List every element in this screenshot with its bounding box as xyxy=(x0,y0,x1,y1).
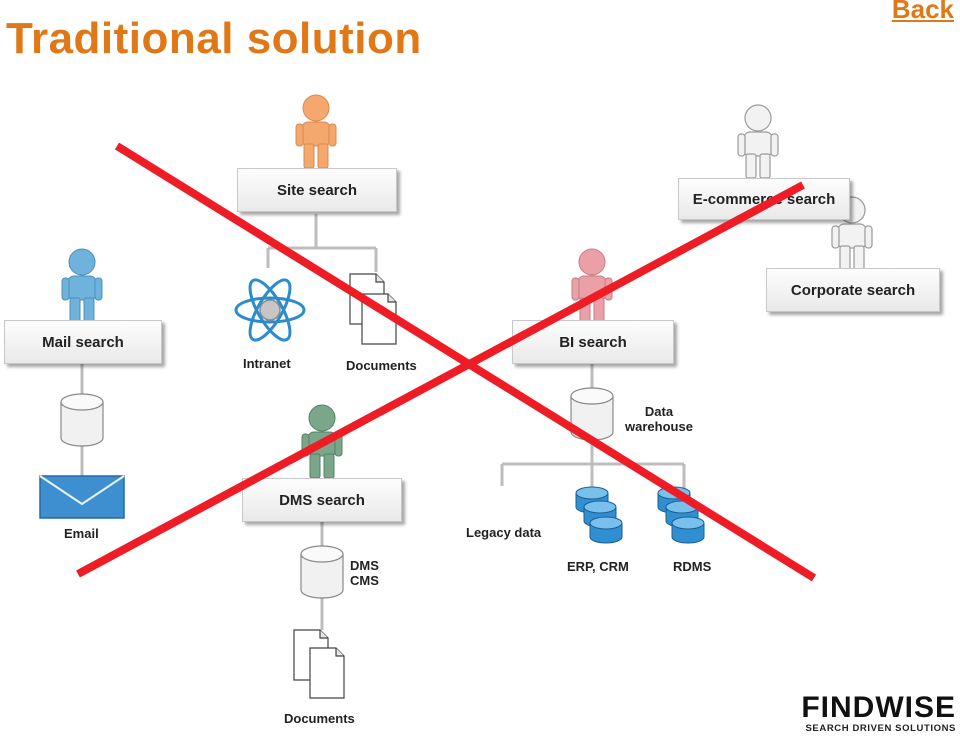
documents-icon xyxy=(349,273,397,345)
documents-label: Documents xyxy=(346,358,417,373)
dms-label-line2: CMS xyxy=(350,573,379,588)
person-icon xyxy=(737,104,779,179)
data-warehouse-label: Data warehouse xyxy=(624,404,694,434)
database-icon xyxy=(60,393,104,447)
person-icon xyxy=(61,248,103,323)
data-warehouse-line2: warehouse xyxy=(625,419,693,434)
person-icon xyxy=(301,404,343,479)
atom-icon xyxy=(234,278,306,342)
findwise-logo: FINDWISE SEARCH DRIVEN SOLUTIONS xyxy=(801,691,956,735)
email-label: Email xyxy=(64,526,99,541)
data-warehouse-line1: Data xyxy=(644,404,674,419)
page-title: Traditional solution xyxy=(6,14,422,63)
envelope-icon xyxy=(39,475,125,519)
mail-search-box: Mail search xyxy=(4,320,162,364)
rdms-label: RDMS xyxy=(673,559,712,574)
dms-cms-label: DMS CMS xyxy=(350,558,379,588)
logo-tagline: SEARCH DRIVEN SOLUTIONS xyxy=(805,723,956,734)
database-icon xyxy=(570,387,614,441)
back-link[interactable]: Back xyxy=(891,0,954,24)
corporate-search-box: Corporate search xyxy=(766,268,940,312)
person-icon xyxy=(295,94,337,169)
intranet-label: Intranet xyxy=(243,356,291,371)
dms-search-box: DMS search xyxy=(242,478,402,522)
erp-crm-label: ERP, CRM xyxy=(567,559,629,574)
database-icon xyxy=(657,486,705,544)
database-icon xyxy=(300,545,344,599)
bi-search-box: BI search xyxy=(512,320,674,364)
ecommerce-search-box: E-commerce search xyxy=(678,178,850,220)
logo-name: FINDWISE xyxy=(801,691,956,724)
documents-label: Documents xyxy=(284,711,355,726)
documents-icon xyxy=(293,629,345,699)
site-search-box: Site search xyxy=(237,168,397,212)
dms-label-line1: DMS xyxy=(350,558,379,573)
legacy-data-label: Legacy data xyxy=(466,525,542,540)
database-icon xyxy=(575,486,623,544)
person-icon xyxy=(571,248,613,323)
